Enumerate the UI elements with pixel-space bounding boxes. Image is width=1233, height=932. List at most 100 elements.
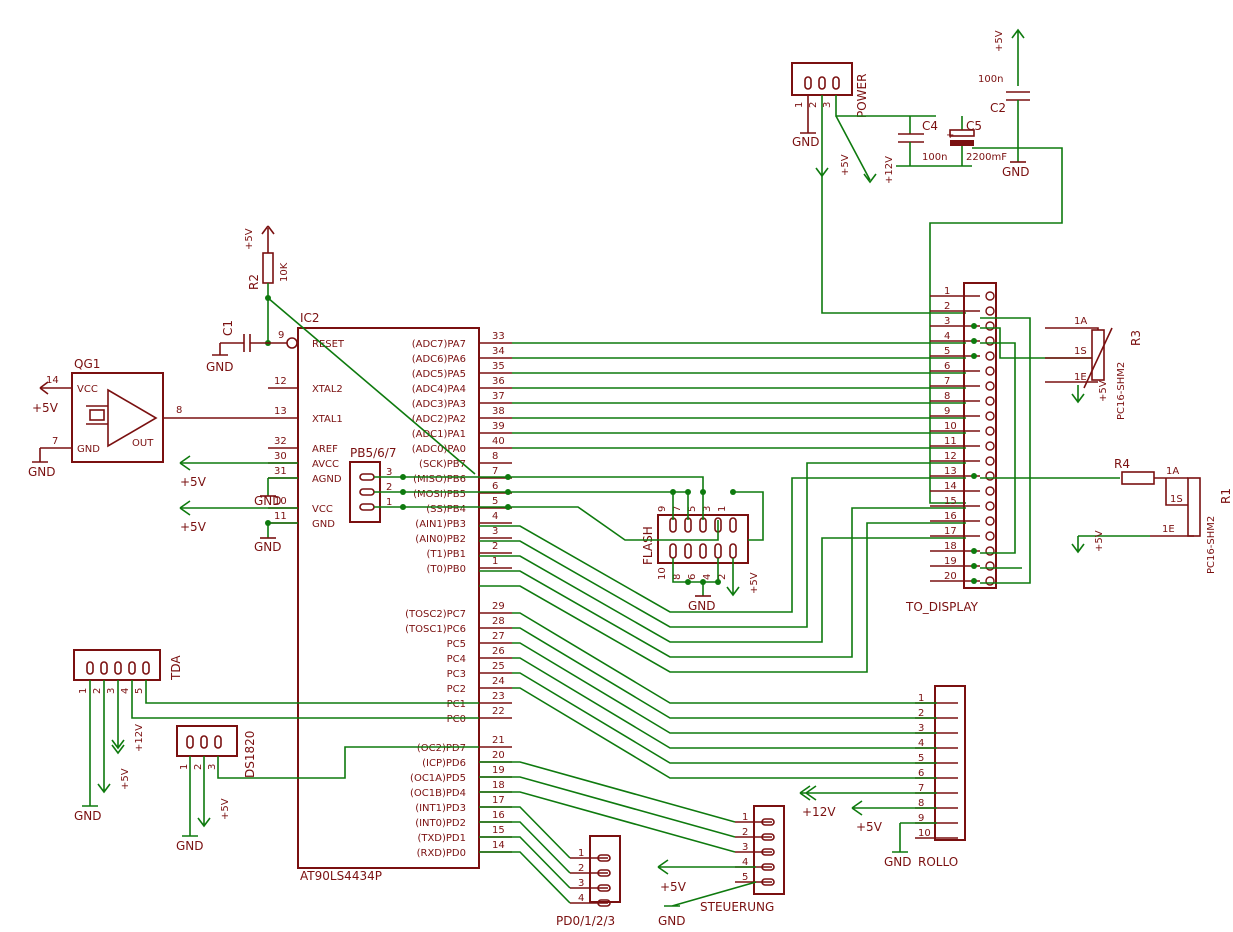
display-pin-pad	[985, 351, 995, 361]
oscillator-pin-8: 8	[176, 405, 182, 416]
pd6-net	[479, 761, 736, 823]
tda-5v-label: +5V	[120, 768, 131, 790]
pb567-header: PB5/6/7 3 2 1	[349, 446, 511, 523]
pd1-net	[479, 836, 571, 889]
r1-pin-s: 1S	[1170, 494, 1183, 505]
oscillator-gnd-label-text: GND	[28, 465, 56, 479]
flash-pin-pad	[699, 543, 707, 559]
tda-pc1-net	[145, 680, 479, 704]
power-pin-1: 1	[794, 102, 805, 108]
display-pin-pad	[985, 426, 995, 436]
ic-pin-name: VCC	[312, 504, 333, 515]
r3-adjust-arrow	[1083, 327, 1113, 389]
ic-pin-name: AGND	[312, 474, 342, 485]
avcc-5v-label: +5V	[180, 475, 207, 489]
oscillator-pin-7: 7	[52, 436, 58, 447]
power-pin-3: 3	[822, 102, 833, 108]
rollo-pin-number: 8	[918, 798, 924, 809]
ic-pin-name: (T1)PB1	[426, 549, 466, 560]
pb567-pin-2: 2	[386, 482, 392, 493]
flash-pin-pad	[669, 517, 677, 533]
r1-part-label: PC16-SHM2	[1206, 516, 1217, 574]
ic-pin-name: (AIN0)PB2	[415, 534, 466, 545]
to-display-body	[963, 282, 997, 589]
ds1820-connector: DS1820 1 2 3 GND +5V	[176, 725, 479, 853]
r3-part-label: PC16-SHM2	[1116, 362, 1127, 420]
ic-pin-number: 12	[274, 376, 287, 387]
r2-5v-label: +5V	[244, 228, 255, 250]
rollo-pin-number: 1	[918, 693, 924, 704]
ic-pin-name: (AIN1)PB3	[415, 519, 466, 530]
ic-pin-number: 37	[492, 391, 505, 402]
portc-net	[512, 687, 937, 779]
display-pin-number: 16	[944, 511, 957, 522]
rollo-pin-number: 5	[918, 753, 924, 764]
sck-net	[508, 476, 704, 520]
c5-ref-label: C5	[966, 119, 982, 133]
reset-to-isp-net	[267, 297, 476, 475]
ic-pin-number: 18	[492, 780, 505, 791]
steuerung-pin-number: 3	[742, 842, 748, 853]
ic-pin-number: 7	[492, 466, 498, 477]
tda-gnd-net	[82, 680, 98, 807]
c4-capacitor-icon	[898, 116, 924, 166]
ic-pin-name: (ADC1)PA1	[412, 429, 466, 440]
pd-pin-pad	[597, 884, 611, 892]
display-pin-pad	[985, 456, 995, 466]
pd5-net	[479, 776, 736, 838]
ic-pin-number: 35	[492, 361, 505, 372]
display-pin-pad	[985, 411, 995, 421]
ic-pin-name: (INT0)PD2	[415, 818, 466, 829]
steuerung-pin-number: 4	[742, 857, 748, 868]
ic-pin-name: RESET	[312, 339, 345, 350]
ic-pin-number: 10	[274, 496, 287, 507]
flash-pin-pad	[714, 543, 722, 559]
ic-pin-number: 26	[492, 646, 505, 657]
ic-pin-number: 22	[492, 706, 505, 717]
power-section: POWER 1 2 3 GND +5V +12V C4 100n + C5 22…	[791, 28, 1063, 504]
ic-pin-name: (TOSC1)PC6	[405, 624, 466, 635]
tda-12v-label: +12V	[134, 724, 145, 752]
pd4-net	[479, 791, 736, 853]
ic-pin-number: 33	[492, 331, 505, 342]
rollo-12v-arrow	[799, 785, 937, 801]
ic-pin-name: (INT1)PD3	[415, 803, 466, 814]
pd-pin-pad	[597, 899, 611, 907]
ic-pin-number: 28	[492, 616, 505, 627]
ic-pin-number: 36	[492, 376, 505, 387]
c5-electrolytic-icon	[949, 116, 975, 166]
power-12v-net	[835, 95, 936, 184]
display-pin-pad	[985, 501, 995, 511]
display-pin-number: 13	[944, 466, 957, 477]
flash-pin-number: 7	[672, 506, 683, 512]
tda-pin-number: 1	[78, 688, 89, 694]
c2-5v-label: +5V	[994, 30, 1005, 52]
avcc-5v-arrow	[179, 455, 191, 471]
ic-ref-label: IC2	[300, 311, 320, 325]
ic-pin-number: 24	[492, 676, 505, 687]
display-supply-net	[929, 147, 1063, 504]
ic-pin-name: PC0	[447, 714, 466, 725]
display-pin-number: 14	[944, 481, 957, 492]
reset-inversion-bubble	[286, 337, 298, 349]
flash-pin-pad	[684, 517, 692, 533]
power-label: POWER	[855, 74, 869, 118]
ic-pin-name: PC2	[447, 684, 466, 695]
steuerung-gnd-net	[664, 881, 757, 907]
display-port-nets	[479, 317, 1120, 673]
ic-pin-name: (SCK)PB7	[419, 459, 466, 470]
ic-pin-name: PC1	[447, 699, 466, 710]
steuerung-gnd-label: GND	[658, 914, 686, 928]
r1-pin-e: 1E	[1162, 524, 1175, 535]
ic-pin-name: AVCC	[312, 459, 339, 470]
c2-value-label: 100n	[978, 74, 1003, 85]
oscillator-out-label: OUT	[132, 438, 154, 449]
steuerung-5v-arrow	[657, 859, 756, 875]
ic-pin-name: (ADC2)PA2	[412, 414, 466, 425]
tda-pin-number: 5	[134, 688, 145, 694]
display-pin-pad	[985, 396, 995, 406]
flash-pin-pad	[684, 543, 692, 559]
ic-pin-name: (ADC0)PA0	[412, 444, 466, 455]
pd-pin-number: 1	[578, 848, 584, 859]
